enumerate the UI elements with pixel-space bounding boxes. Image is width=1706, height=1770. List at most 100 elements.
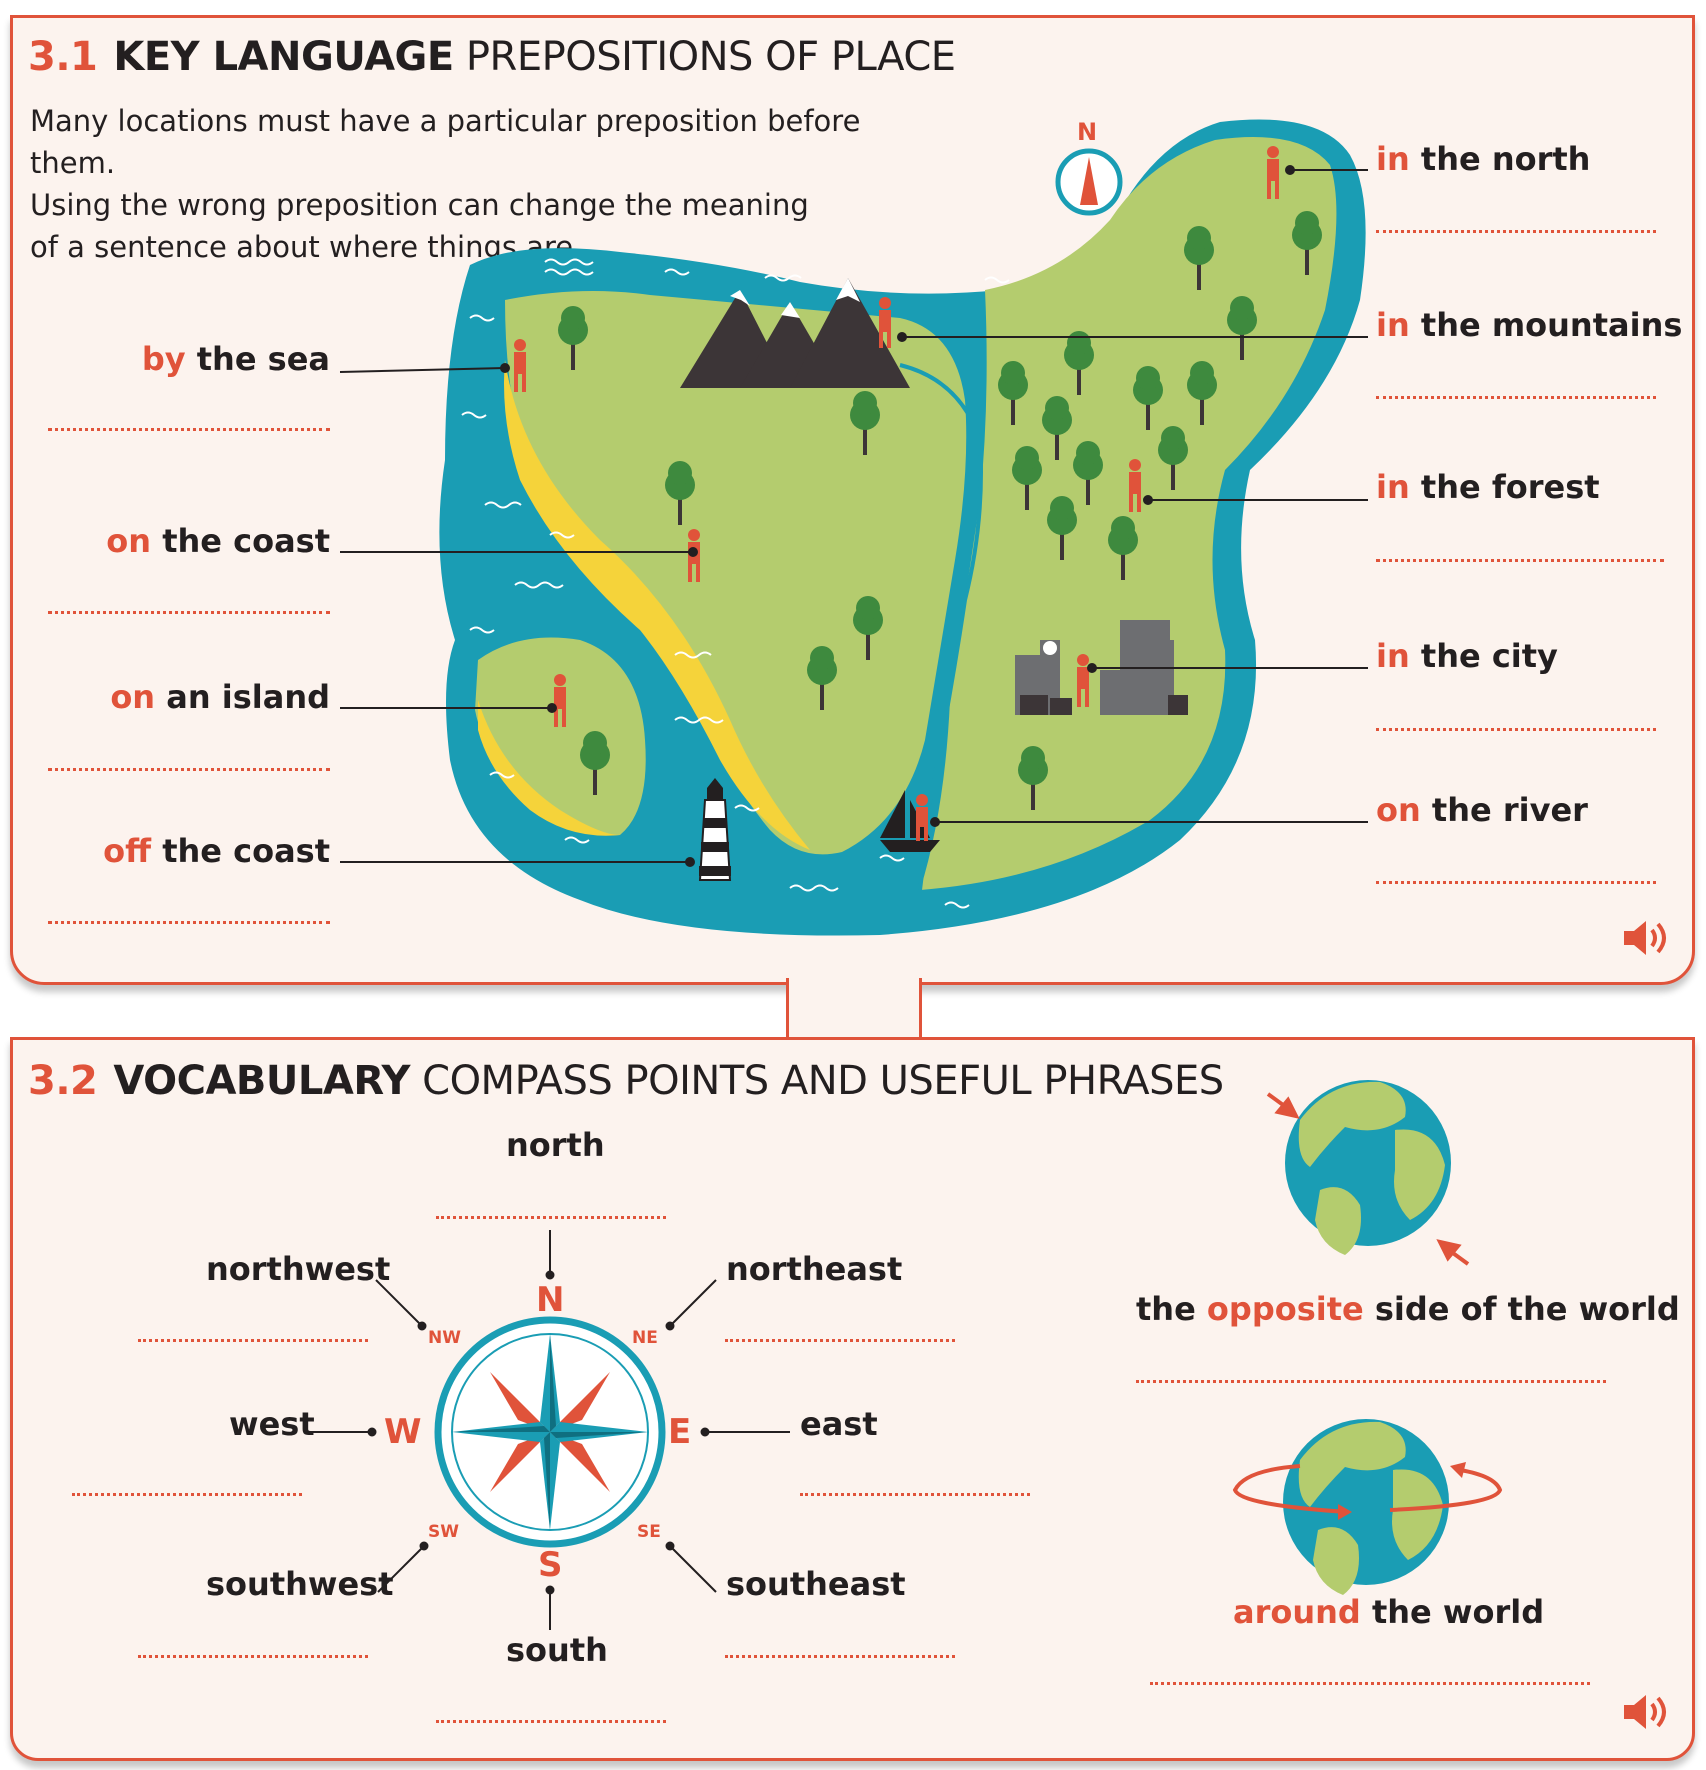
compass-letter-nw: NW (428, 1328, 461, 1348)
compass-letter-sw: SW (428, 1522, 459, 1542)
person-icon (514, 339, 526, 392)
person-icon (554, 674, 566, 727)
compass-letter-s: S (538, 1545, 563, 1585)
person-icon (1267, 146, 1279, 199)
answer-line-opposite-side[interactable] (1136, 1380, 1606, 1383)
leader-lines (339, 165, 1368, 867)
small-island-sand (478, 700, 620, 836)
label-on-the-river: on the river (1376, 791, 1588, 829)
compass-letter-se: SE (637, 1522, 661, 1542)
compass-letter-ne: NE (632, 1328, 658, 1348)
trees (558, 211, 1322, 810)
compass-letter-n: N (536, 1280, 565, 1320)
tree-icon (1184, 226, 1214, 290)
label-off-the-coast: off the coast (103, 832, 330, 870)
phrase-around-the-world: around the world (1233, 1593, 1545, 1631)
person-icon (916, 794, 928, 841)
answer-line-in-the-mountains[interactable] (1376, 396, 1656, 399)
section-number: 3.2 (28, 1058, 98, 1104)
panel-connector (786, 978, 922, 1042)
answer-line-on-the-river[interactable] (1376, 881, 1656, 884)
label-north: north (506, 1126, 605, 1164)
answer-line-in-the-city[interactable] (1376, 728, 1656, 731)
answer-line-south[interactable] (436, 1720, 666, 1723)
tree-icon (850, 391, 880, 455)
answer-line-in-the-forest[interactable] (1376, 559, 1664, 562)
tree-icon (998, 361, 1028, 425)
label-on-an-island: on an island (110, 678, 330, 716)
mountains (680, 278, 910, 388)
label-in-the-north: in the north (1376, 140, 1591, 178)
intro-text: Many locations must have a particular pr… (30, 104, 861, 264)
tree-icon (1108, 516, 1138, 580)
beach-sand (504, 360, 810, 850)
people (514, 146, 1279, 841)
tree-icon (665, 461, 695, 525)
city-icon (1015, 620, 1188, 715)
phrase-opposite-side: the opposite side of the world (1136, 1290, 1680, 1328)
label-southeast: southeast (726, 1565, 906, 1603)
globe-icon (1283, 1419, 1449, 1595)
answer-line-on-an-island[interactable] (48, 768, 330, 771)
speaker-icon[interactable] (1622, 918, 1670, 958)
answer-line-in-the-north[interactable] (1376, 230, 1656, 233)
compass-letter-e: E (668, 1412, 692, 1452)
compass-leader-lines (310, 1230, 790, 1630)
lighthouse-icon (698, 778, 732, 881)
label-northwest: northwest (206, 1250, 391, 1288)
person-icon (1129, 459, 1141, 512)
section-title-rest: COMPASS POINTS AND USEFUL PHRASES (422, 1058, 1224, 1104)
section-number: 3.1 (28, 34, 98, 80)
answer-line-southwest[interactable] (138, 1655, 368, 1658)
label-southwest: southwest (206, 1565, 394, 1603)
tree-icon (580, 731, 610, 795)
person-icon (1077, 654, 1089, 707)
label-northeast: northeast (726, 1250, 903, 1288)
label-in-the-mountains: in the mountains (1376, 306, 1683, 344)
tree-icon (1042, 396, 1072, 460)
section-title-strong: KEY LANGUAGE (113, 34, 454, 80)
label-east: east (800, 1405, 878, 1443)
answer-line-north[interactable] (436, 1216, 666, 1219)
tree-icon (1292, 211, 1322, 275)
tree-icon (1047, 496, 1077, 560)
arrow-icon (1266, 1092, 1470, 1266)
label-by-the-sea: by the sea (141, 340, 330, 378)
answer-line-by-the-sea[interactable] (48, 428, 330, 431)
answer-line-off-the-coast[interactable] (48, 921, 330, 924)
rotation-arrows-icon (1232, 1464, 1503, 1514)
tree-icon (1187, 361, 1217, 425)
north-marker-letter: N (1077, 118, 1098, 146)
tree-icon (1227, 296, 1257, 360)
island-map (339, 119, 1368, 936)
tree-icon (1012, 446, 1042, 510)
person-icon (879, 297, 891, 348)
answer-line-southeast[interactable] (725, 1655, 955, 1658)
label-in-the-city: in the city (1376, 637, 1558, 675)
answer-line-west[interactable] (72, 1493, 302, 1496)
globe-icon (1285, 1080, 1451, 1255)
tree-icon (1018, 746, 1048, 810)
river (899, 363, 983, 891)
speaker-icon[interactable] (1622, 1692, 1670, 1732)
tree-icon (1158, 426, 1188, 490)
answer-line-east[interactable] (800, 1493, 1030, 1496)
section-title-rest: PREPOSITIONS OF PLACE (465, 34, 956, 80)
label-on-the-coast: on the coast (106, 522, 330, 560)
answer-line-northwest[interactable] (138, 1339, 368, 1342)
label-west: west (229, 1405, 315, 1443)
land-west (505, 291, 967, 855)
compass-icon (434, 1316, 666, 1548)
label-south: south (506, 1631, 608, 1669)
compass-letter-w: W (384, 1412, 422, 1452)
answer-line-around-the-world[interactable] (1150, 1682, 1590, 1685)
answer-line-northeast[interactable] (725, 1339, 955, 1342)
tree-icon (558, 306, 588, 370)
north-compass-icon (1055, 148, 1123, 216)
wave-marks (461, 258, 1010, 909)
tree-icon (853, 596, 883, 660)
tree-icon (807, 646, 837, 710)
answer-line-on-the-coast[interactable] (48, 611, 330, 614)
label-in-the-forest: in the forest (1376, 468, 1600, 506)
